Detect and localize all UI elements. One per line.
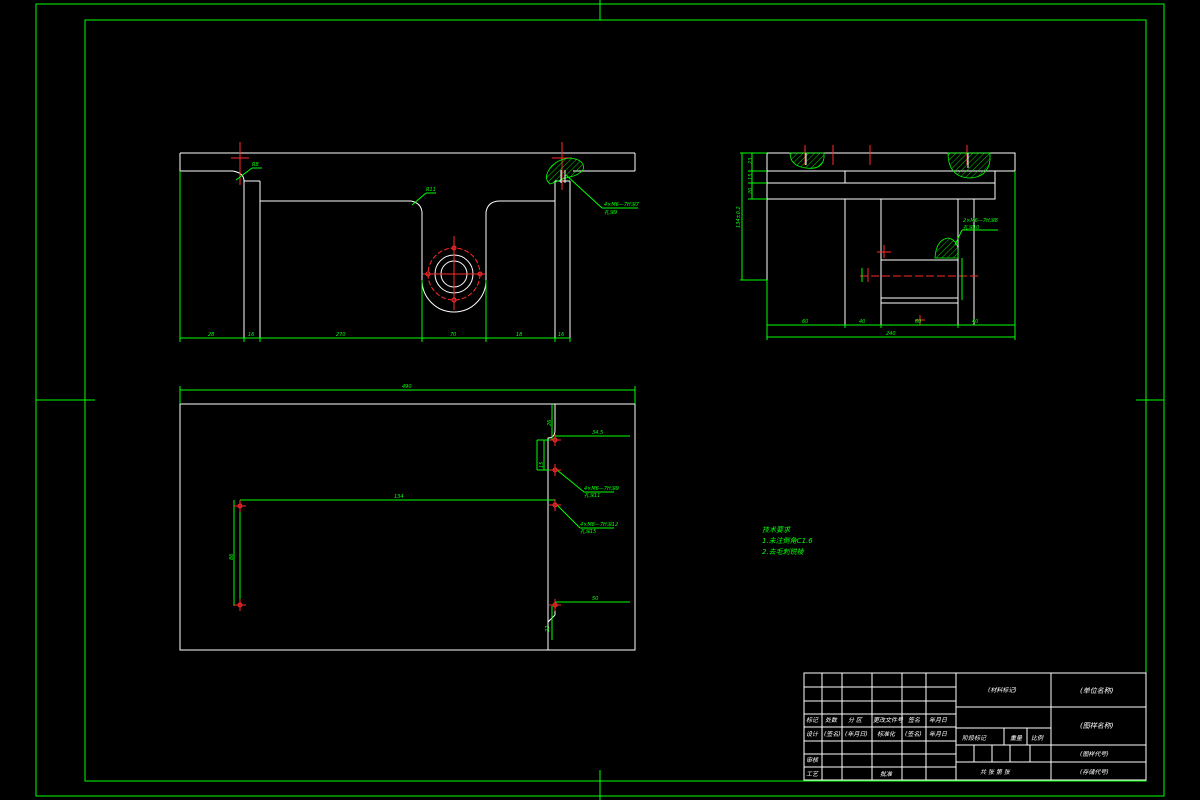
tech-req-title: 技术要求: [762, 526, 791, 534]
tb-design-6: 年月日: [929, 730, 948, 738]
tb-hdr-5: 签名: [908, 716, 921, 724]
side-dim-60a: 60: [802, 319, 808, 325]
top-note-2a: 4×M8—7H深12: [580, 521, 618, 528]
tb-hdr-2: 处数: [825, 716, 838, 724]
top-view-holes: [234, 434, 561, 611]
top-view: [179, 386, 636, 651]
top-dim-e: 86: [229, 554, 235, 560]
tb-drawing-name: (图样名称): [1080, 722, 1114, 730]
top-note-1a: 4×M6—7H深9: [584, 485, 619, 492]
tb-design-1: 设计: [806, 730, 819, 738]
tb-design-4: 标准化: [877, 730, 896, 738]
top-dim-overall: 490: [402, 384, 412, 390]
tb-design-2: (签名): [824, 730, 841, 738]
top-note-1b: 孔深11: [584, 492, 600, 499]
front-dim-16b: 16: [558, 332, 564, 338]
front-view: [179, 142, 638, 342]
top-dim-d: 134: [394, 494, 404, 500]
side-dim-240: 240: [886, 331, 896, 337]
tb-drawing-no: (图样代号): [1080, 750, 1109, 758]
front-r-slot-label: R11: [426, 187, 436, 193]
tb-hdr-4: 更改文件号: [873, 716, 904, 724]
tb-design-3: (年月日): [845, 730, 868, 738]
front-dim-18: 18: [516, 332, 522, 338]
top-dim-f: 50: [592, 596, 598, 602]
top-dim-b: 26: [547, 420, 553, 426]
tb-scale: 比例: [1031, 734, 1044, 742]
sheet-frame: [35, 0, 1165, 800]
tech-req-item-2: 2.去毛刺锐棱: [762, 548, 805, 556]
tb-material: (材料标记): [988, 686, 1017, 694]
front-thread-note-2: 孔深9: [604, 209, 617, 216]
tb-process: 工艺: [806, 770, 819, 778]
side-left-dim-1: 23: [748, 158, 754, 164]
tb-hdr-3: 分 区: [848, 717, 863, 724]
front-dim-70: 70: [450, 332, 456, 338]
side-thread-note-1: 2×M6—7H深8: [963, 217, 998, 224]
top-note-2b: 孔深15: [580, 528, 596, 535]
front-dim-28: 28: [208, 332, 214, 338]
tb-unit: (单位名称): [1080, 687, 1114, 695]
side-height-dim: 134±0.2: [736, 206, 742, 228]
tb-hdr-6: 年月日: [929, 716, 948, 724]
tb-storage-no: (存储代号): [1080, 768, 1109, 776]
tech-req-item-1: 1.未注倒角C1.6: [762, 537, 813, 545]
top-dim-a: 34.5: [592, 430, 603, 436]
tb-sheets: 共 张 第 张: [980, 768, 1011, 776]
tb-hdr-1: 标记: [806, 716, 819, 724]
tb-approve: 批准: [880, 770, 893, 778]
side-left-dim-3: 20: [748, 188, 754, 194]
top-dim-c: 15: [539, 462, 545, 468]
side-view: [740, 145, 1016, 340]
tb-weight: 重量: [1010, 735, 1023, 742]
side-dim-40a: 40: [859, 319, 865, 325]
tb-stage: 阶段标记: [962, 734, 987, 742]
front-r-corner-label: R8: [252, 162, 259, 168]
title-block: [803, 672, 1147, 781]
side-dim-40b: 40: [972, 319, 978, 325]
front-dim-270: 270: [336, 332, 346, 338]
tb-design-5: (签名): [905, 730, 922, 738]
front-dim-16a: 16: [248, 332, 254, 338]
top-dim-g: 22: [545, 626, 551, 632]
side-thread-note-2: 孔深10: [963, 224, 979, 231]
front-thread-note-1: 4×M6—7H深7: [604, 201, 640, 208]
side-dim-60b: 60: [915, 319, 921, 325]
tb-review: 审核: [806, 756, 819, 764]
side-left-dim-2: 15: [748, 174, 754, 180]
